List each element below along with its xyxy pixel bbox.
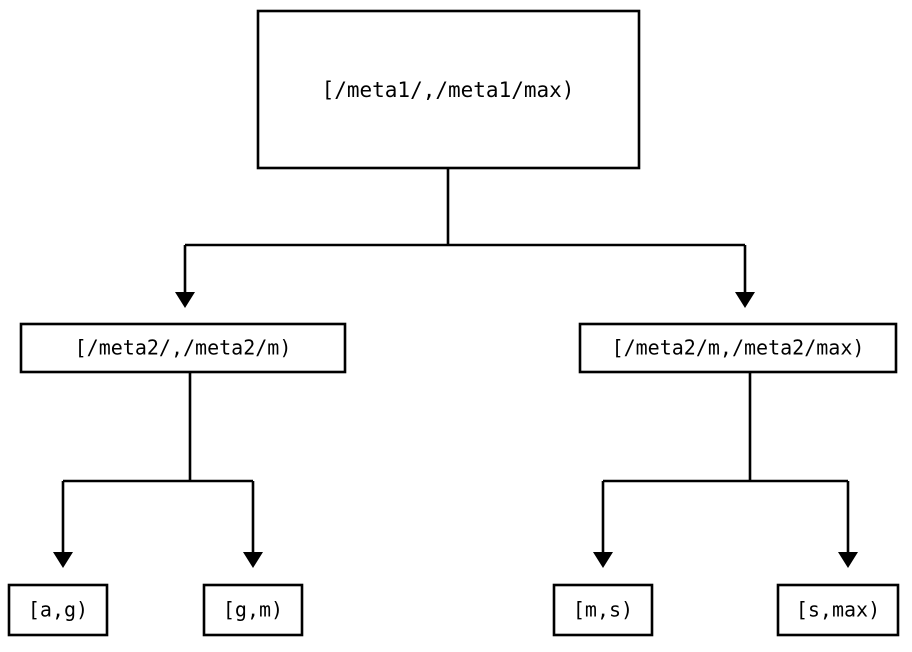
node-leaf-g-m-label: [g,m)	[223, 598, 283, 622]
node-leaf-a-g-label: [a,g)	[28, 598, 88, 622]
node-leaf-s-max[interactable]: [s,max)	[776, 583, 900, 637]
node-mid-left[interactable]: [/meta2/,/meta2/m)	[19, 322, 347, 374]
edge-root-to-children	[175, 168, 755, 308]
edge-mid-right-to-children	[593, 372, 858, 568]
node-leaf-m-s-label: [m,s)	[573, 598, 633, 622]
node-leaf-m-s[interactable]: [m,s)	[552, 583, 654, 637]
node-leaf-a-g-box	[7, 583, 109, 637]
arrow-head-to-mid-right	[735, 292, 755, 308]
node-root-box	[256, 9, 641, 170]
node-leaf-s-max-label: [s,max)	[796, 598, 880, 622]
node-leaf-g-m-box	[202, 583, 304, 637]
node-mid-left-box	[19, 322, 347, 374]
node-mid-right[interactable]: [/meta2/m,/meta2/max)	[578, 322, 898, 374]
arrow-head-to-leaf-g-m	[243, 552, 263, 568]
node-mid-right-label: [/meta2/m,/meta2/max)	[612, 336, 865, 360]
arrow-head-to-leaf-s-max	[838, 552, 858, 568]
node-leaf-s-max-box	[776, 583, 900, 637]
node-leaf-g-m[interactable]: [g,m)	[202, 583, 304, 637]
edge-mid-left-to-children	[53, 372, 263, 568]
arrow-head-to-leaf-a-g	[53, 552, 73, 568]
node-root[interactable]: [/meta1/,/meta1/max)	[256, 9, 641, 170]
node-leaf-a-g[interactable]: [a,g)	[7, 583, 109, 637]
node-leaf-m-s-box	[552, 583, 654, 637]
arrow-head-to-leaf-m-s	[593, 552, 613, 568]
node-mid-right-box	[578, 322, 898, 374]
arrow-head-to-mid-left	[175, 292, 195, 308]
node-mid-left-label: [/meta2/,/meta2/m)	[75, 336, 292, 360]
node-root-label: [/meta1/,/meta1/max)	[322, 78, 575, 102]
